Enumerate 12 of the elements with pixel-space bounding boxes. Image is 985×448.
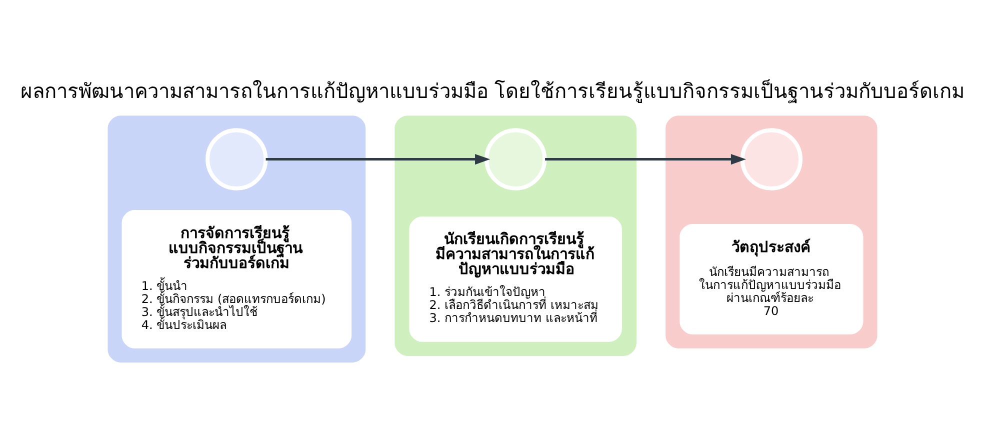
node-circle [206, 128, 268, 190]
diagram-title: ผลการพัฒนาความสามารถในการแก้ปัญหาแบบร่วมมือ โดยใช้การเรียนรู้แบบกิจกรรมเป็นฐานร่วมกับบอร์ดเกม [20, 79, 965, 104]
cluster [394, 116, 636, 356]
arrow [545, 154, 746, 165]
cluster [666, 116, 878, 348]
node-circle [740, 128, 803, 190]
arrow [266, 154, 490, 165]
cluster [108, 116, 366, 362]
node-box: นักเรียนเกิดการเรียนรู้ มีความสามารถในการแก้ ปัญหาแบบร่วมมือ 1. ร่วมกันเข้าใจปัญหา 2. เลือกวิธีดำเนินการที่ เหมาะสม 3. การกำหนดบทบาท และหน้าที่ [409, 216, 622, 342]
node-box: วัตถุประสงค์ นักเรียนมีความสามารถ ในการแก้ปัญหาแบบร่วมมือ ผ่านเกณฑ์ร้อยละ 70 [680, 224, 864, 334]
node-box: การจัดการเรียนรู้ แบบกิจกรรมเป็นฐาน ร่วมกับบอร์ดเกม 1. ขั้นนำ 2. ขั้นกิจกรรม (สอดแทรกบอร์ดเกม) 3. ขั้นสรุปและนำไปใช้ 4. ขั้นประเมินผล [122, 210, 352, 348]
node-circle [484, 128, 547, 190]
